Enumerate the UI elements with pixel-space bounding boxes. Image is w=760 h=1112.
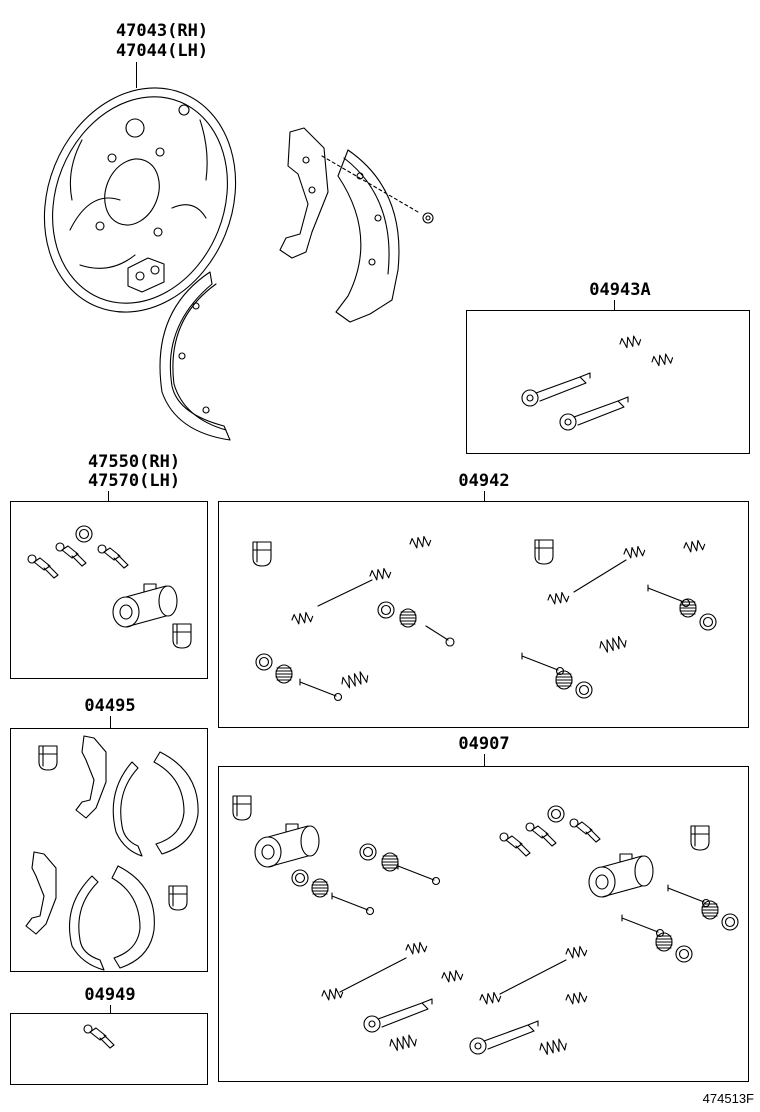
label-wheel-cylinder-lh[interactable]: 47570(LH): [87, 471, 181, 491]
label-cylinder-kit[interactable]: 04907: [458, 734, 510, 754]
label-backing-plate-rh[interactable]: 47043(RH): [115, 21, 209, 41]
box-cylinder-kit: [218, 766, 749, 1082]
label-spring-kit[interactable]: 04942: [458, 471, 510, 491]
label-shoe-kit[interactable]: 04495: [84, 696, 136, 716]
box-bleeder: [10, 1013, 208, 1085]
bleeder-screw-icon[interactable]: [83, 1024, 115, 1049]
brake-shoe-icon[interactable]: [25, 735, 199, 971]
adjuster-icon[interactable]: [521, 334, 675, 431]
leader-spring-kit: [484, 491, 485, 501]
brake-shoe-icon[interactable]: [279, 127, 434, 323]
label-backing-plate-lh[interactable]: 47044(LH): [115, 41, 209, 61]
leader-wheel-cylinder: [108, 491, 109, 501]
label-bleeder[interactable]: 04949: [84, 985, 136, 1005]
brake-shoe-icon[interactable]: [159, 271, 231, 441]
label-hardware-kit-a[interactable]: 04943A: [589, 280, 651, 300]
box-spring-kit: [218, 501, 749, 728]
backing-plate-icon[interactable]: [12, 59, 269, 341]
leader-shoe-kit: [110, 716, 111, 728]
box-hardware-kit-a: [466, 310, 750, 454]
leader-cylinder-kit: [484, 754, 485, 766]
box-shoe-kit: [10, 728, 208, 972]
label-wheel-cylinder-rh[interactable]: 47550(RH): [87, 452, 181, 472]
leader-hardware-kit-a: [614, 300, 615, 310]
figure-id: 474513F: [702, 1091, 754, 1106]
wheel-cylinder-icon[interactable]: [27, 525, 192, 649]
box-wheel-cylinder: [10, 501, 208, 679]
spring-icon[interactable]: [252, 534, 717, 702]
leader-backing-plate: [136, 62, 137, 88]
leader-bleeder: [110, 1005, 111, 1013]
wheel-cylinder-icon[interactable]: [232, 795, 739, 1057]
